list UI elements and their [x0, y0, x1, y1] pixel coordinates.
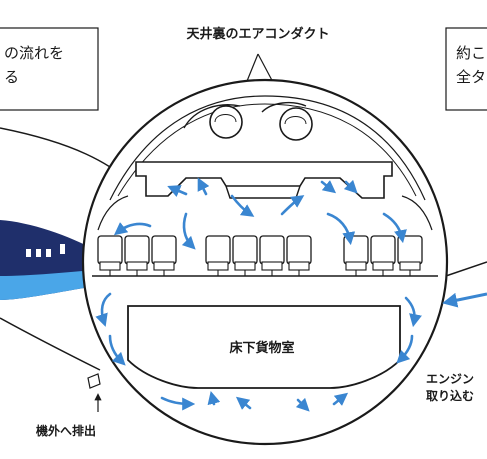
engine-label-line1: エンジン [426, 372, 474, 386]
right-box-line2: 全タ [456, 68, 486, 86]
seat-icon [205, 235, 231, 276]
seat-icon [97, 235, 123, 276]
airflow-arrow-icon [113, 222, 152, 236]
airflow-arrow-icon [280, 195, 305, 216]
seat-icon [370, 235, 396, 276]
airflow-arrow-icon [167, 185, 188, 198]
engine-label-line2: 取り込む [426, 388, 474, 403]
airflow-arrow-icon [382, 212, 407, 244]
airflow-arrow-icon [320, 180, 337, 194]
left-box-line1: の流れを [4, 44, 64, 62]
cargo-label: 床下貨物室 [229, 340, 294, 356]
airflow-arrows [95, 177, 422, 412]
airflow-arrow-icon [95, 292, 112, 327]
airflow-arrow-icon [332, 392, 349, 406]
outflow-valve [87, 373, 101, 389]
seat-icon [286, 235, 312, 276]
window-icon [26, 244, 65, 257]
airflow-arrow-icon [343, 179, 358, 194]
seat-icon [124, 235, 150, 276]
right-callout-box [445, 27, 487, 111]
engine-intake-arrow [442, 292, 487, 308]
airflow-arrow-icon [108, 334, 126, 366]
seat-icon [397, 235, 423, 276]
airflow-arrow-icon [404, 296, 422, 328]
exhaust-label: 機外へ排出 [36, 423, 96, 438]
airflow-arrow-icon [207, 390, 221, 406]
seat-icon [259, 235, 285, 276]
airflow-arrow-icon [181, 212, 196, 250]
airflow-arrow-icon [235, 396, 252, 410]
right-box-line1: 約こ [456, 44, 486, 62]
airflow-arrow-icon [396, 334, 414, 364]
seat-icon [151, 235, 177, 276]
fuselage-nose [0, 127, 151, 371]
seat-icon [232, 235, 258, 276]
duct-fan-icon [261, 101, 313, 141]
airflow-arrow-icon [197, 177, 210, 196]
left-box-line2: る [4, 68, 19, 86]
seat-rows [97, 235, 423, 276]
airflow-arrow-icon [326, 212, 356, 246]
airflow-arrow-icon [295, 397, 310, 412]
airflow-arrow-icon [230, 194, 255, 217]
cargo-hold [127, 305, 401, 389]
seat-icon [343, 235, 369, 276]
airflow-arrow-icon [160, 396, 196, 411]
left-callout-box [0, 27, 99, 111]
duct-fan-icon [183, 104, 243, 139]
air-duct-label: 天井裏のエアコンダクト [186, 26, 329, 42]
